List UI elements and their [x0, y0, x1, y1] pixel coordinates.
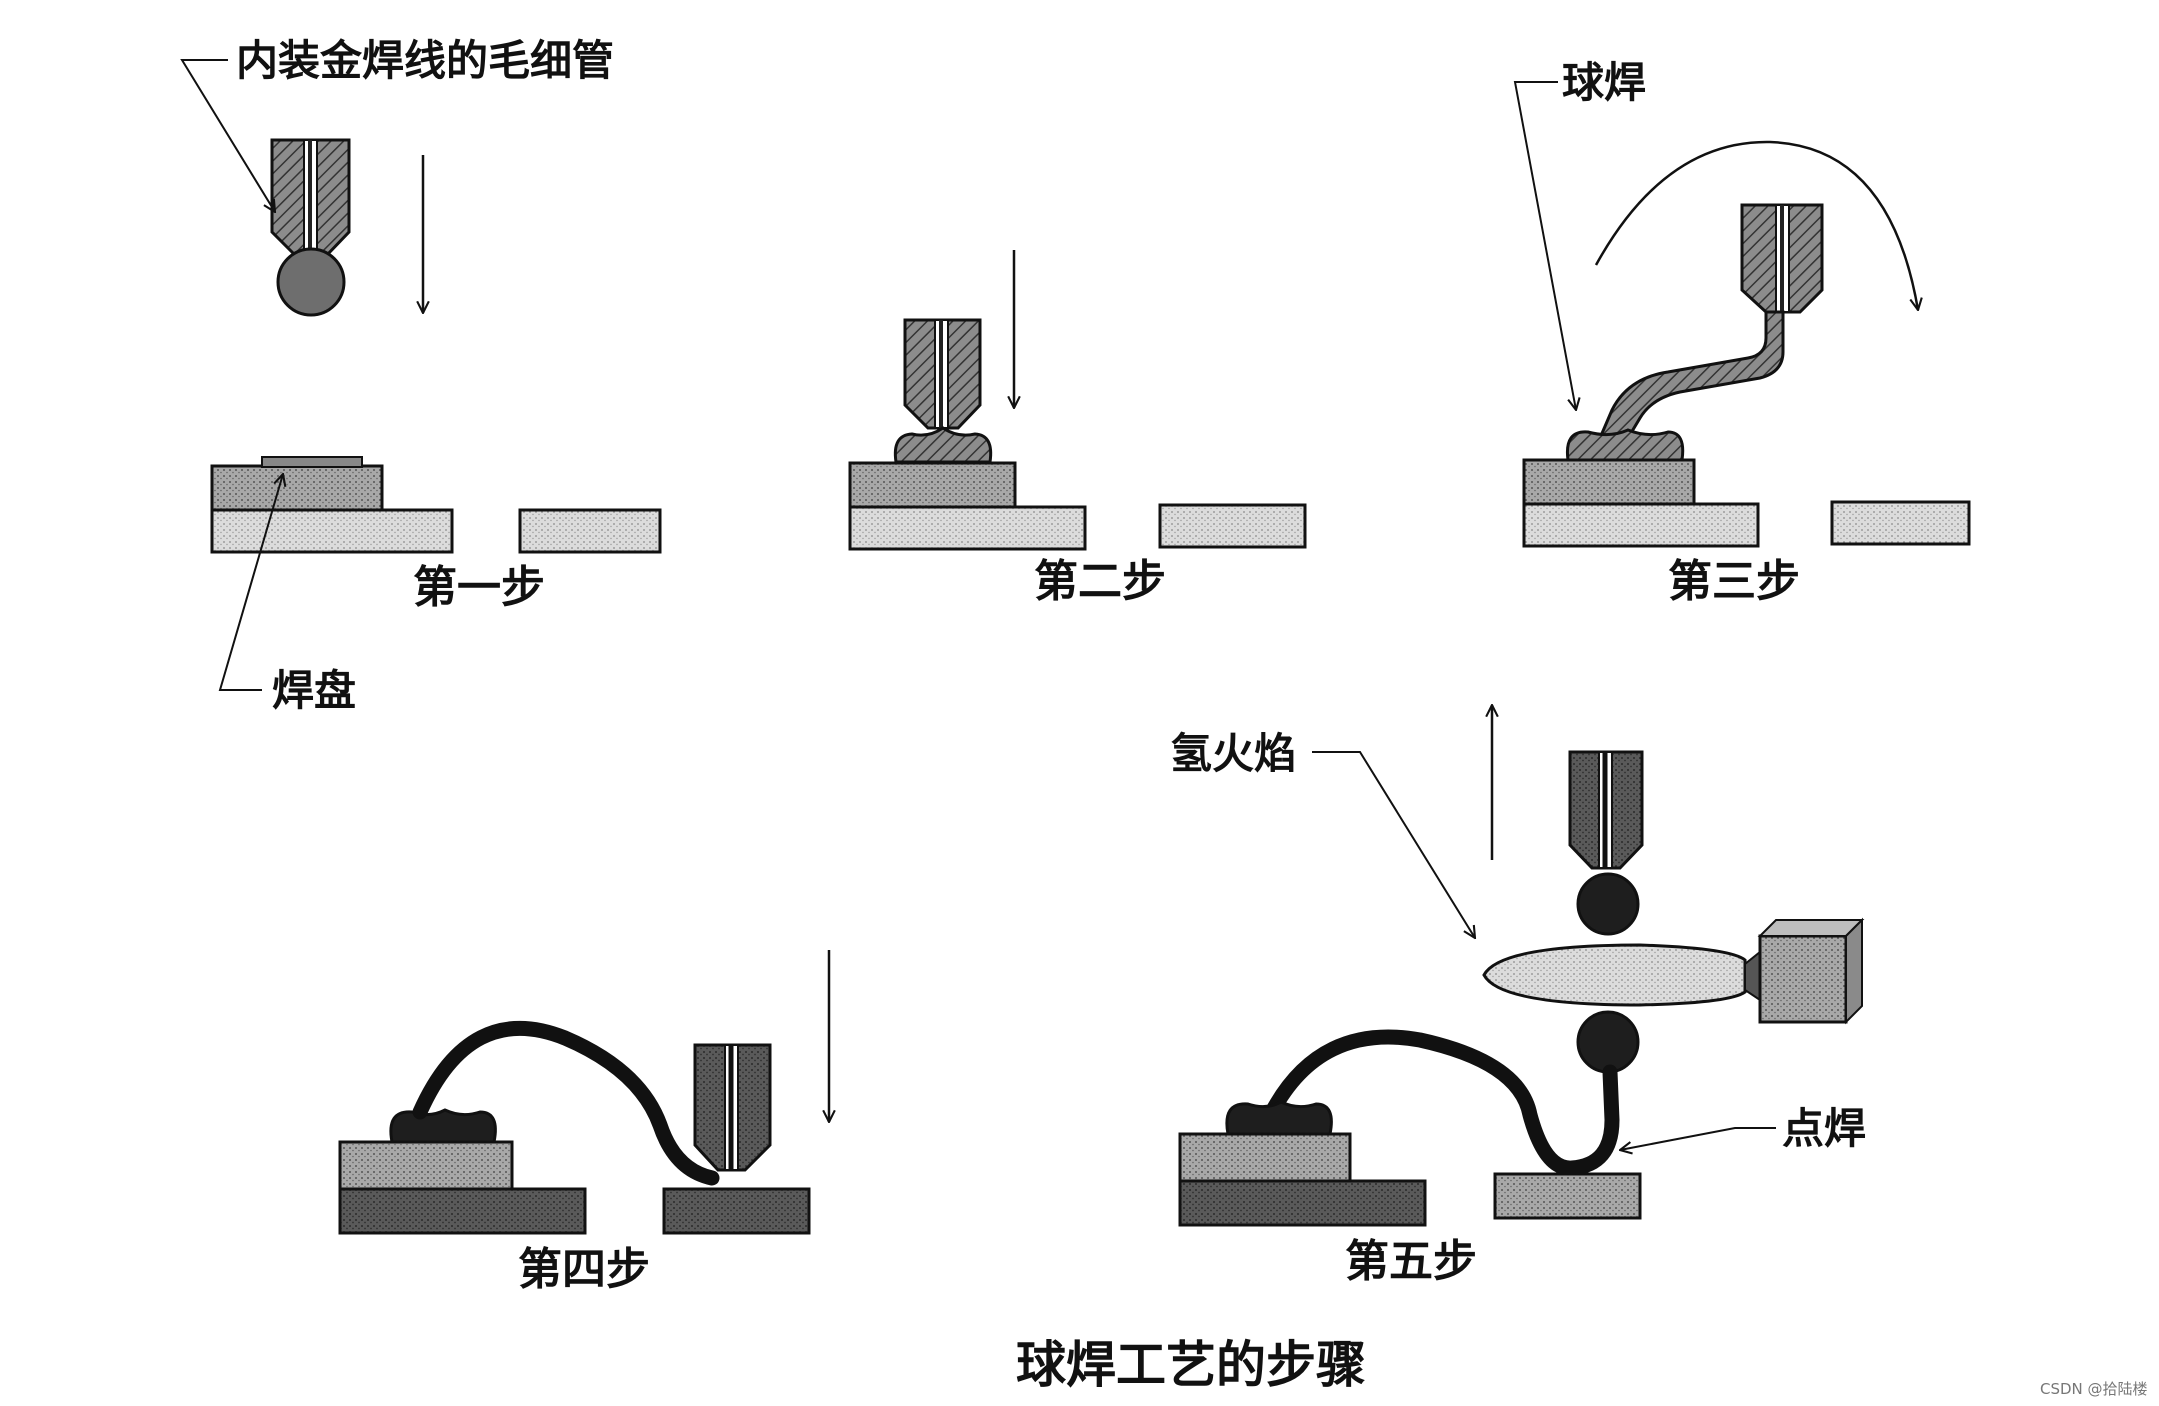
- step2-base-right: [1158, 503, 1307, 549]
- capillary-label: 内装金焊线的毛细管: [236, 36, 615, 85]
- step3-base-left: [1522, 502, 1760, 548]
- step2-squashed-ball: [893, 426, 993, 464]
- point-weld-label: 点焊: [1782, 1104, 1867, 1153]
- step4-chip: [338, 1140, 514, 1191]
- step1-capillary: [270, 138, 351, 258]
- step3-rotation-arrow: [1594, 140, 1918, 310]
- step2-illustration: [848, 250, 1307, 551]
- pad-leader-line: [218, 474, 283, 691]
- ball-bond-label: 球焊: [1562, 58, 1647, 107]
- step2-capillary: [903, 318, 982, 430]
- step5-caption: 第五步: [1345, 1236, 1477, 1287]
- step5-lower-ball: [1576, 1010, 1640, 1074]
- step4-caption: 第四步: [518, 1244, 650, 1295]
- step1-caption: 第一步: [413, 562, 545, 613]
- step2-chip: [848, 461, 1017, 509]
- step3-wire: [1597, 310, 1785, 440]
- step1-illustration: [210, 138, 662, 554]
- step5-wire: [1264, 1029, 1620, 1176]
- ball-bond-leader-line: [1513, 81, 1576, 410]
- watermark: CSDN @拾陆楼: [2040, 1380, 2148, 1398]
- step5-chip: [1178, 1132, 1352, 1183]
- step4-base-right: [662, 1187, 811, 1235]
- step1-gold-ball: [276, 247, 346, 317]
- point-weld-leader-line: [1620, 1127, 1776, 1150]
- step1-base-right: [518, 508, 662, 554]
- step3-illustration: [1522, 140, 1971, 548]
- step5-hydrogen-flame: [1482, 943, 1747, 1007]
- step4-wire: [412, 1020, 720, 1186]
- step2-caption: 第二步: [1034, 556, 1166, 607]
- step3-chip: [1522, 458, 1696, 506]
- step2-base-left: [848, 505, 1087, 551]
- step5-capillary: [1568, 750, 1644, 870]
- step5-base-left: [1178, 1179, 1427, 1227]
- step4-base-left: [338, 1187, 587, 1235]
- step5-base-right: [1493, 1172, 1642, 1220]
- step3-ball-bond: [1565, 428, 1685, 462]
- step3-base-right: [1830, 500, 1971, 546]
- step5-illustration: [1178, 705, 1865, 1227]
- step5-upper-ball: [1576, 872, 1640, 936]
- step5-ball-bond: [1225, 1100, 1333, 1136]
- flame-leader-line: [1312, 751, 1475, 938]
- step4-illustration: [338, 950, 829, 1235]
- step4-ball-bond: [389, 1108, 497, 1144]
- hydrogen-flame-label: 氢火焰: [1170, 729, 1297, 778]
- step1-base-left: [210, 508, 454, 554]
- step3-capillary: [1740, 203, 1824, 314]
- step1-chip: [210, 464, 384, 512]
- capillary-leader-line: [180, 59, 275, 212]
- step4-capillary: [693, 1043, 772, 1172]
- step5-torch-nozzle: [1744, 949, 1761, 1002]
- pad-label: 焊盘: [272, 666, 357, 715]
- figure-title: 球焊工艺的步骤: [1016, 1336, 1366, 1394]
- step5-torch-body: [1758, 934, 1848, 1024]
- step3-caption: 第三步: [1668, 556, 1800, 607]
- step1-pad: [261, 456, 363, 468]
